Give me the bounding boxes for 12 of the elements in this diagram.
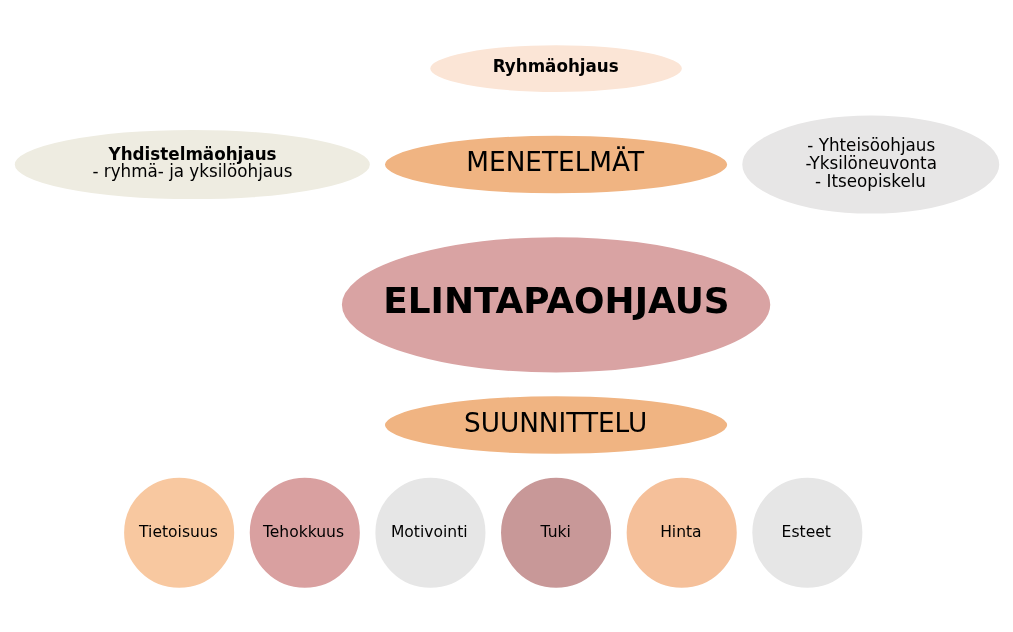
node-circle: Hinta: [623, 474, 739, 590]
node-circle: Esteet: [749, 474, 865, 590]
node-ellipse: ELINTAPAOHJAUS: [339, 234, 773, 375]
node-ellipse: SUUNNITTELU: [382, 393, 730, 456]
node-ellipse: - Yhteisöohjaus -Yksilöneuvonta - Itseopiskelu: [739, 112, 1002, 216]
node-circle: Tehokkuus: [246, 474, 362, 590]
node-ellipse: Ryhmäohjaus: [427, 42, 684, 94]
node-circle: Tietoisuus: [121, 474, 237, 590]
node-ellipse: Yhdistelmäohjaus - ryhmä- ja yksilöohjaus: [11, 127, 372, 201]
node-circle: Tuki: [498, 474, 613, 590]
node-ellipse: MENETELMÄT: [382, 132, 730, 196]
node-circle: Motivointi: [372, 474, 488, 590]
